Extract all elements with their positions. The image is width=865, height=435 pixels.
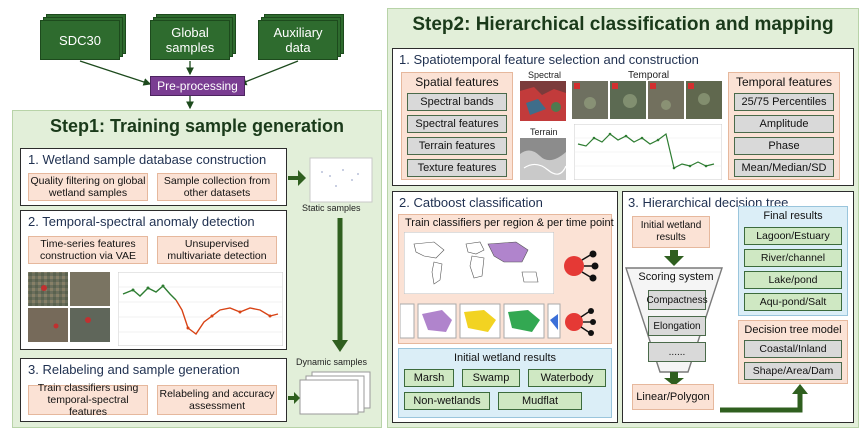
- spectral-label: Spectral: [528, 70, 562, 80]
- final-result-2: Lake/pond: [744, 271, 842, 289]
- score-item-2: ......: [648, 342, 706, 362]
- arrow-sdc30: [79, 60, 152, 86]
- score-item-1: Elongation: [648, 316, 706, 336]
- final-results-header: Final results: [763, 210, 823, 222]
- spatial-feature-1: Spectral features: [407, 115, 507, 133]
- dynamic-samples-label: Dynamic samples: [296, 357, 368, 367]
- sat-thumb-4: [70, 308, 110, 342]
- preprocessing-box: Pre-processing: [150, 76, 245, 96]
- spatial-feature-2: Terrain features: [407, 137, 507, 155]
- temporal-images: [572, 81, 722, 119]
- spectral-image: [520, 81, 566, 121]
- temporal-feature-2: Phase: [734, 137, 834, 155]
- sat-thumb-2: [70, 272, 110, 306]
- sdc30-input: SDC30: [40, 20, 120, 60]
- train-classifiers-box: Train classifiers using temporal-spectra…: [28, 382, 148, 418]
- input-arrows: [79, 60, 299, 110]
- wetland-class-4: Mudflat: [498, 392, 582, 410]
- classifier-icon-top: [564, 250, 599, 282]
- temporal-feature-1: Amplitude: [734, 115, 834, 133]
- decision-tree-header: Decision tree model: [744, 324, 842, 336]
- dt-item-0: Coastal/Inland: [744, 340, 842, 358]
- temporal-feature-0: 25/75 Percentiles: [734, 93, 834, 111]
- quality-filtering-box: Quality filtering on global wetland samp…: [28, 173, 148, 201]
- dynamic-map-front: [299, 379, 359, 415]
- global-samples-label: Global samples: [165, 25, 215, 55]
- initial-wetland-box: Initial wetland results: [632, 216, 710, 248]
- wetland-class-2: Waterbody: [528, 369, 606, 387]
- step1-title: Step1: Training sample generation: [49, 115, 345, 136]
- train-classifiers-text: Train classifiers per region & per time …: [405, 217, 614, 229]
- temporal-features-header: Temporal features: [735, 75, 833, 89]
- step1-right-column: [288, 157, 373, 415]
- wetland-class-3: Non-wetlands: [404, 392, 490, 410]
- unsupervised-box: Unsupervised multivariate detection: [157, 236, 277, 264]
- static-samples-label: Static samples: [302, 203, 361, 213]
- temporal-series-chart: [574, 124, 722, 180]
- step2-title: Step2: Hierarchical classification and m…: [412, 14, 834, 35]
- scoring-system-label: Scoring system: [638, 271, 714, 283]
- temporal-feature-3: Mean/Median/SD: [734, 159, 834, 177]
- step1-sub3-title: 3. Relabeling and sample generation: [28, 362, 240, 377]
- regional-maps: [400, 303, 596, 339]
- auxiliary-data-input: Auxiliary data: [258, 20, 338, 60]
- vae-box: Time-series features construction via VA…: [28, 236, 148, 264]
- anomaly-imagery: [28, 272, 110, 342]
- relabeling-box: Relabeling and accuracy assessment: [157, 385, 277, 415]
- step1-sub2-title: 2. Temporal-spectral anomaly detection: [28, 214, 255, 229]
- preprocessing-label: Pre-processing: [157, 79, 238, 93]
- step2-sub2-title: 2. Catboost classification: [399, 195, 543, 210]
- static-samples-map: [309, 157, 373, 203]
- anomaly-timeseries-chart: [118, 272, 283, 346]
- linear-polygon-box: Linear/Polygon: [632, 384, 714, 410]
- dt-item-1: Shape/Area/Dam: [744, 362, 842, 380]
- arrow-aux: [238, 60, 299, 86]
- terrain-image: [520, 138, 566, 180]
- auxiliary-data-label: Auxiliary data: [273, 25, 323, 55]
- sdc30-label: SDC30: [59, 32, 101, 48]
- spatial-feature-3: Texture features: [407, 159, 507, 177]
- terrain-label: Terrain: [530, 127, 558, 137]
- score-item-0: Compactness: [646, 290, 708, 310]
- global-samples-input: Global samples: [150, 20, 230, 60]
- final-result-1: River/channel: [744, 249, 842, 267]
- temporal-label: Temporal: [628, 70, 670, 81]
- final-result-0: Lagoon/Estuary: [744, 227, 842, 245]
- spatial-feature-0: Spectral bands: [407, 93, 507, 111]
- highlight-region: [487, 241, 529, 263]
- final-result-3: Aqu-pond/Salt: [744, 293, 842, 311]
- step1-sub1-title: 1. Wetland sample database construction: [28, 152, 267, 167]
- wetland-class-0: Marsh: [404, 369, 454, 387]
- sample-collection-box: Sample collection from other datasets: [157, 173, 277, 201]
- temporal-series-line: [577, 132, 715, 169]
- world-map: [404, 232, 554, 294]
- sat-thumb-3: [28, 308, 68, 342]
- spatial-features-header: Spatial features: [415, 75, 499, 89]
- anomaly-series-line: [122, 285, 177, 301]
- step2-sub1-title: 1. Spatiotemporal feature selection and …: [399, 52, 699, 67]
- initial-results-header: Initial wetland results: [453, 352, 557, 364]
- wetland-class-1: Swamp: [462, 369, 520, 387]
